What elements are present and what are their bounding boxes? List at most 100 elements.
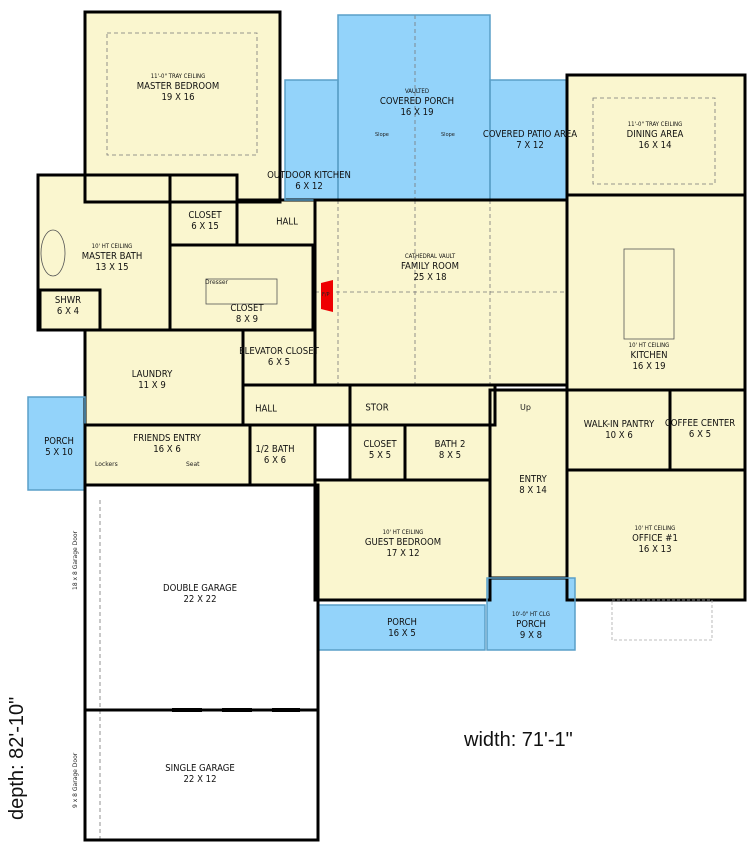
- room-label-walk-in-pantry: Walk-in Pantry10 x 6: [584, 419, 654, 441]
- room-closet-5x5: [350, 425, 405, 480]
- room-name: Kitchen: [630, 350, 668, 361]
- room-size: 22 x 22: [183, 594, 217, 605]
- room-size: 6 x 12: [295, 181, 323, 192]
- room-name: Single Garage: [165, 763, 235, 774]
- room-covered-patio: [490, 80, 567, 200]
- room-size: 25 x 18: [413, 272, 447, 283]
- room-label-double-garage: Double Garage22 x 22: [163, 583, 237, 605]
- depth-dimension: depth: 82'-10": [6, 696, 28, 820]
- room-label-closet-8x9: Closet8 x 9: [230, 303, 263, 325]
- fireplace-label: F/P: [322, 292, 330, 298]
- room-elevator-closet: [243, 330, 315, 385]
- room-laundry: [85, 330, 243, 425]
- room-size: 16 x 13: [638, 544, 672, 555]
- room-name: Friends Entry: [133, 433, 201, 444]
- room-closet-8x9: [170, 245, 313, 330]
- room-size: 19 x 16: [161, 92, 195, 103]
- room-label-laundry: Laundry11 x 9: [132, 369, 173, 391]
- room-outdoor-kitchen: [285, 80, 338, 200]
- room-size: 11 x 9: [138, 380, 166, 391]
- room-name: Elevator Closet: [239, 346, 319, 357]
- room-hall-lower: [243, 385, 350, 425]
- room-label-bath-2: Bath 28 x 5: [435, 439, 466, 461]
- room-entry: [490, 390, 567, 578]
- room-name: Closet: [188, 210, 222, 221]
- room-label-covered-patio: Covered Patio Area7 x 12: [483, 129, 577, 151]
- seat-label: Seat: [186, 461, 200, 468]
- room-double-garage: [85, 485, 318, 710]
- room-label-elevator-closet: Elevator Closet6 x 5: [239, 346, 319, 368]
- room-name: Master Bath: [81, 251, 143, 262]
- room-label-friends-entry: Friends Entry16 x 6: [133, 433, 200, 455]
- room-bath-2: [405, 425, 490, 480]
- room-name: Shwr: [54, 295, 82, 306]
- room-walk-in-pantry: [567, 390, 670, 470]
- room-label-hall-lower: Hall: [255, 404, 277, 415]
- room-name: Laundry: [131, 369, 173, 380]
- room-name: Master Bedroom: [136, 81, 220, 92]
- room-label-hall-upper: Hall: [276, 217, 298, 228]
- room-label-office: 10' HT CeilingOffice #116 x 13: [632, 525, 678, 555]
- room-name: Closet: [230, 303, 264, 314]
- room-porch-side: [28, 397, 85, 490]
- room-ceiling: Vaulted: [405, 88, 429, 95]
- room-name: Office #1: [632, 533, 678, 544]
- room-name: Dining Area: [626, 129, 684, 140]
- wall-master-bedroom: [83, 10, 282, 204]
- room-size: 13 x 15: [95, 262, 129, 273]
- room-label-porch-side: Porch5 x 10: [44, 436, 74, 458]
- room-hall-upper: [237, 200, 315, 245]
- room-label-family-room: Cathedral VaultFamily Room25 x 18: [401, 253, 459, 283]
- room-coffee-center: [670, 390, 745, 470]
- room-name: Double Garage: [162, 583, 238, 594]
- room-size: 9 x 8: [519, 630, 543, 641]
- wall-porch-front: [486, 577, 576, 651]
- room-ceiling: 10' HT Ceiling: [382, 529, 424, 536]
- room-label-closet-5x5: Closet5 x 5: [363, 439, 396, 461]
- room-size: 8 x 14: [519, 485, 547, 496]
- room-size: 6 x 5: [267, 357, 291, 368]
- room-porch-front: [487, 578, 575, 650]
- room-name: Entry: [519, 474, 547, 485]
- room-name: Guest Bedroom: [364, 537, 442, 548]
- room-label-guest-bedroom: 10' HT CeilingGuest Bedroom17 x 12: [365, 529, 441, 559]
- room-friends-entry: [85, 425, 250, 485]
- room-name: Hall: [276, 216, 298, 228]
- office-bay-window: [611, 599, 713, 641]
- room-size: 16 x 5: [388, 628, 416, 639]
- room-stor: [350, 385, 495, 425]
- double-garage-door-label: 18 x 8 Garage Door: [72, 530, 79, 590]
- bathtub-icon: [40, 229, 66, 277]
- room-name: Hall: [255, 403, 277, 415]
- room-ceiling: 10' HT Ceiling: [91, 243, 133, 250]
- room-label-porch-front-left: Porch16 x 5: [387, 617, 417, 639]
- room-size: 7 x 12: [516, 140, 544, 151]
- room-ceiling: Cathedral Vault: [404, 253, 456, 260]
- room-porch-front-left: [318, 605, 485, 650]
- room-name: Porch: [516, 619, 546, 630]
- tray-ceiling-dining: [592, 97, 716, 185]
- room-size: 6 x 15: [191, 221, 219, 232]
- room-size: 16 x 14: [638, 140, 672, 151]
- room-kitchen: [567, 195, 745, 390]
- room-size: 5 x 5: [368, 450, 392, 461]
- slope-label: Slope: [441, 132, 455, 138]
- room-size: 5 x 10: [45, 447, 73, 458]
- room-label-coffee-center: Coffee Center6 x 5: [665, 418, 735, 440]
- room-size: 16 x 19: [400, 107, 434, 118]
- room-label-master-bath: 10' HT CeilingMaster Bath13 x 15: [82, 243, 143, 273]
- room-single-garage: [85, 710, 318, 840]
- room-size: 16 x 19: [632, 361, 666, 372]
- wall-guest-bedroom: [313, 478, 492, 602]
- room-guest-bedroom: [315, 480, 490, 600]
- room-master-bedroom: [85, 12, 280, 202]
- room-covered-porch: [338, 15, 490, 200]
- room-ceiling: 11'-0" Tray Ceiling: [627, 121, 683, 128]
- room-label-stor: Stor: [365, 403, 388, 414]
- room-name: Family Room: [401, 261, 459, 272]
- room-label-closet-6x15: Closet6 x 15: [188, 210, 221, 232]
- room-shower: [40, 290, 100, 330]
- room-size: 6 x 4: [56, 306, 80, 317]
- wall-shower: [38, 288, 102, 332]
